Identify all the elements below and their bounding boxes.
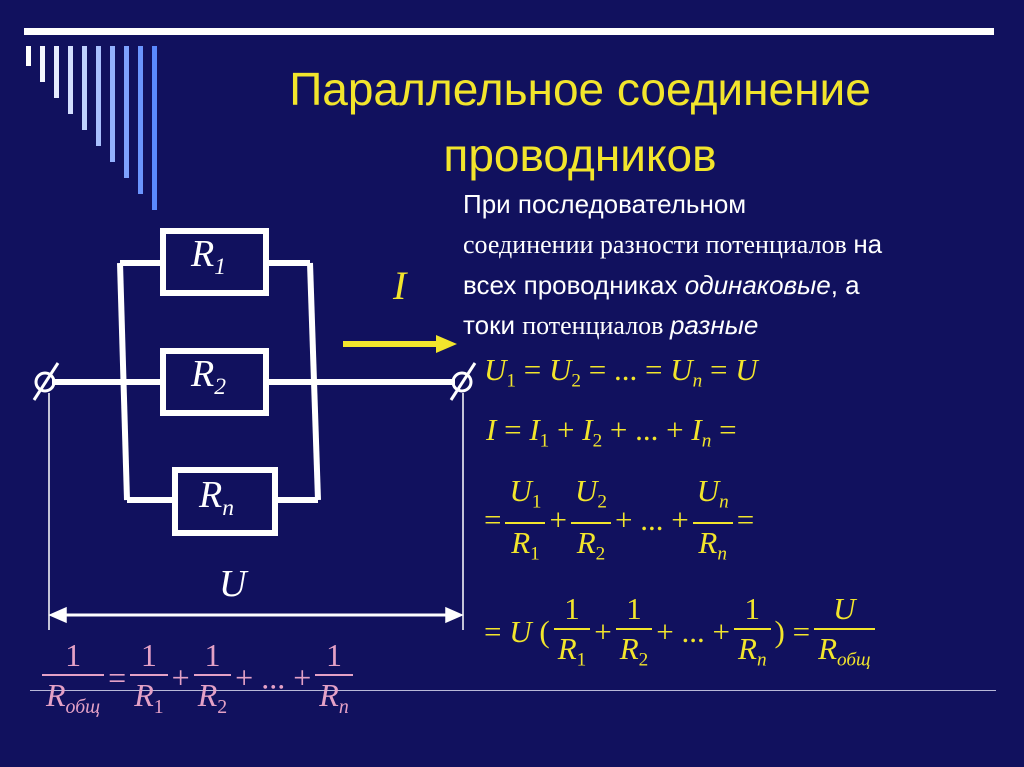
desc-line3a: всех проводниках — [463, 270, 685, 300]
label-current: I — [393, 263, 407, 308]
decor-bar — [124, 46, 129, 178]
label-r2: R2 — [191, 353, 226, 401]
formula-currents: I = I1 + I2 + ... + In = — [486, 412, 737, 452]
desc-line1: При последовательном — [463, 189, 747, 219]
desc-line4a: токи — [463, 310, 523, 340]
desc-line4c: разные — [669, 310, 759, 340]
voltage-arrow-right — [445, 606, 464, 624]
circuit-diagram — [32, 228, 477, 630]
formula-voltages: U1 = U2 = ... = Un = U — [484, 352, 758, 392]
decor-bar — [110, 46, 115, 162]
terminal-right — [451, 371, 473, 393]
desc-line3c: , а — [830, 270, 860, 300]
desc-line2b: на — [853, 229, 883, 259]
voltage-arrow-left — [48, 606, 67, 624]
label-r1: R1 — [191, 233, 226, 281]
resistor-rn — [172, 467, 278, 536]
divider — [30, 690, 996, 691]
desc-line2a: соединении разности потенциалов — [463, 230, 854, 259]
desc-line3b: одинаковые — [684, 270, 831, 300]
resistor-r1 — [160, 228, 269, 296]
decor-bar — [82, 46, 87, 130]
decor-bars — [24, 28, 994, 210]
description: При последовательном соединении разности… — [463, 184, 1023, 346]
current-arrow — [436, 335, 457, 353]
page-title-line1: Параллельное соединение — [289, 63, 871, 115]
resistor-r2 — [160, 348, 269, 416]
decor-bar — [152, 46, 157, 210]
page-title-line2: проводников — [443, 129, 717, 181]
decor-bar — [138, 46, 143, 194]
label-rn: Rn — [199, 474, 234, 522]
decor-bar — [96, 46, 101, 146]
decor-bar — [40, 46, 45, 82]
desc-line4b: потенциалов — [522, 311, 670, 340]
decor-bar — [54, 46, 59, 98]
terminal-left — [34, 371, 56, 393]
decor-bar — [68, 46, 73, 114]
label-voltage: U — [219, 563, 247, 605]
decor-bar — [26, 46, 31, 66]
